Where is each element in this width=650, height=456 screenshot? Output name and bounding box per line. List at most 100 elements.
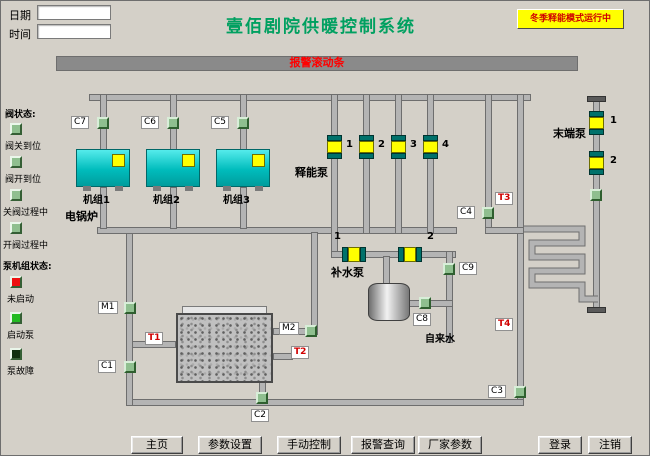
boiler-unit-3[interactable] [216, 149, 270, 191]
valve-c9-label: C9 [459, 262, 478, 275]
valve-c4[interactable] [482, 207, 494, 219]
pipe-left-riser [126, 227, 133, 406]
pipe-tank-riser [383, 256, 390, 286]
pump-cap [342, 247, 348, 262]
page-title: 壹佰剧院供暖控制系统 [226, 17, 416, 37]
tap-water-label: 自来水 [425, 334, 455, 345]
valve-closing-indicator [10, 189, 22, 201]
time-label: 时间 [9, 28, 31, 41]
boiler-type-label: 电锅炉 [65, 210, 98, 223]
end-loop-bottom-flange [587, 307, 606, 313]
legend-valve-closing: 关阀过程中 [3, 208, 49, 218]
makeup-pump-1[interactable] [342, 247, 366, 262]
release-pump-1[interactable] [327, 135, 342, 159]
pump-stopped-indicator [10, 276, 22, 288]
pipe-makeup-line [331, 251, 456, 258]
valve-c7-label: C7 [71, 116, 90, 129]
valve-closed-indicator [10, 123, 22, 135]
pump-cap [589, 129, 604, 135]
valve-c5-label: C5 [211, 116, 230, 129]
storage-tank [176, 313, 273, 383]
valve-c1[interactable] [124, 361, 136, 373]
end-loop-top-flange [587, 96, 606, 102]
valve-c2[interactable] [256, 392, 268, 404]
end-loop-valve[interactable] [590, 189, 602, 201]
temp-t3-label: T3 [495, 192, 514, 205]
release-pump-3[interactable] [391, 135, 406, 159]
pump-body [589, 157, 604, 169]
boiler1-indicator [112, 154, 125, 167]
manual-control-button[interactable]: 手动控制 [277, 436, 341, 454]
valve-c8[interactable] [419, 297, 431, 309]
alarm-query-button[interactable]: 报警查询 [351, 436, 415, 454]
temp-t4-label: T4 [495, 318, 514, 331]
pipe-bottom-return [126, 399, 524, 406]
pipe-m2-riser [311, 232, 318, 335]
release-pump-2[interactable] [359, 135, 374, 159]
valve-c1-label: C1 [98, 360, 117, 373]
legend-pump-stopped: 未启动 [7, 295, 35, 305]
valve-c9[interactable] [443, 263, 455, 275]
pipe-c9-branch [446, 251, 453, 343]
meter-m2[interactable] [305, 325, 317, 337]
makeup-pump2-number: 2 [427, 231, 434, 242]
season-mode-button[interactable]: 冬季释能模式运行中 [517, 9, 624, 29]
end-pump-1[interactable] [589, 111, 604, 135]
legend-pump-title: 泵机组状态: [3, 262, 52, 272]
pump-cap [391, 153, 406, 159]
temp-t2-label: T2 [291, 346, 310, 359]
pump-cap [589, 151, 604, 157]
pump-cap [589, 111, 604, 117]
legend-valve-open: 阀开到位 [5, 175, 42, 185]
login-button[interactable]: 登录 [538, 436, 582, 454]
pump-cap [327, 135, 342, 141]
meter-m1[interactable] [124, 302, 136, 314]
param-settings-button[interactable]: 参数设置 [198, 436, 262, 454]
meter-m2-label: M2 [279, 322, 299, 335]
valve-c7[interactable] [97, 117, 109, 129]
legend-valve-opening: 开阀过程中 [3, 241, 49, 251]
makeup-water-tank [368, 283, 410, 321]
legend-valve-closed: 阀关到位 [5, 142, 42, 152]
release-pump2-number: 2 [378, 139, 385, 150]
pump-body [327, 141, 342, 153]
boiler2-indicator [182, 154, 195, 167]
pump-cap [360, 247, 366, 262]
end-pump-2[interactable] [589, 151, 604, 175]
pipe-release-pump3 [395, 94, 402, 234]
valve-c4-label: C4 [457, 206, 476, 219]
pump-cap [423, 153, 438, 159]
end-pump1-number: 1 [610, 115, 617, 126]
makeup-pump-2[interactable] [398, 247, 422, 262]
valve-c3[interactable] [514, 386, 526, 398]
boiler3-foot [255, 186, 263, 191]
valve-c6[interactable] [167, 117, 179, 129]
valve-c5[interactable] [237, 117, 249, 129]
pipe-tapwater-line [409, 300, 453, 307]
release-pump3-number: 3 [410, 139, 417, 150]
boiler2-foot [185, 186, 193, 191]
time-display [37, 24, 111, 39]
home-button[interactable]: 主页 [131, 436, 183, 454]
date-label: 日期 [9, 9, 31, 22]
valve-opening-indicator [10, 222, 22, 234]
valve-c2-label: C2 [251, 409, 270, 422]
pipe-t2-line [273, 353, 293, 360]
factory-params-button[interactable]: 厂家参数 [418, 436, 482, 454]
valve-c8-label: C8 [413, 313, 432, 326]
pump-cap [416, 247, 422, 262]
pump-body [423, 141, 438, 153]
pump-body [391, 141, 406, 153]
pump-cap [423, 135, 438, 141]
release-pump-4[interactable] [423, 135, 438, 159]
pipe-release-pump2 [363, 94, 370, 234]
logout-button[interactable]: 注销 [588, 436, 632, 454]
pump-body [589, 117, 604, 129]
boiler-unit-1[interactable] [76, 149, 130, 191]
boiler3-indicator [252, 154, 265, 167]
pipe-release-pump4 [427, 94, 434, 234]
end-pumps-label: 末端泵 [553, 127, 586, 140]
valve-c3-label: C3 [488, 385, 507, 398]
boiler-unit-2[interactable] [146, 149, 200, 191]
